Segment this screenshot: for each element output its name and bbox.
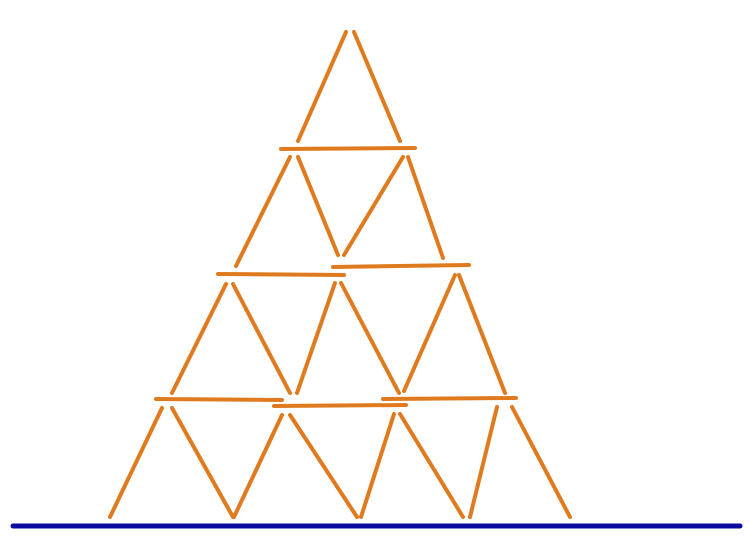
card-stick-top-right-stick [352, 30, 402, 143]
card-stick-l2-c [342, 155, 405, 257]
card-stick-top-left-stick [296, 30, 348, 143]
card-stick-shelf-3b [272, 403, 408, 408]
card-stick-l3-f [457, 273, 507, 395]
card-stick-l4-h [510, 405, 572, 519]
card-stick-l4-g [468, 405, 499, 519]
card-stick-l2-b [296, 155, 340, 257]
card-stick-l3-e [402, 273, 457, 393]
card-stick-l3-a [170, 282, 228, 395]
card-stick-l4-e [359, 412, 396, 519]
card-stick-l3-c [295, 281, 337, 395]
card-stick-shelf-2b [331, 263, 471, 269]
card-stick-l3-b [231, 282, 292, 395]
card-stick-l4-f [398, 412, 465, 519]
card-stick-l4-d [288, 413, 359, 519]
card-stick-l4-a [108, 406, 164, 519]
card-stick-l2-a [234, 155, 292, 268]
card-stick-l4-c [232, 413, 284, 519]
card-stick-l2-d [406, 155, 445, 260]
card-stick-shelf-2a [216, 272, 346, 277]
card-sticks-group [108, 30, 572, 519]
card-stick-shelf-1 [279, 146, 417, 151]
card-stick-shelf-3c [381, 396, 518, 401]
card-stick-l4-b [170, 406, 235, 519]
card-stick-shelf-3a [154, 397, 284, 402]
card-stick-l3-d [339, 281, 401, 395]
